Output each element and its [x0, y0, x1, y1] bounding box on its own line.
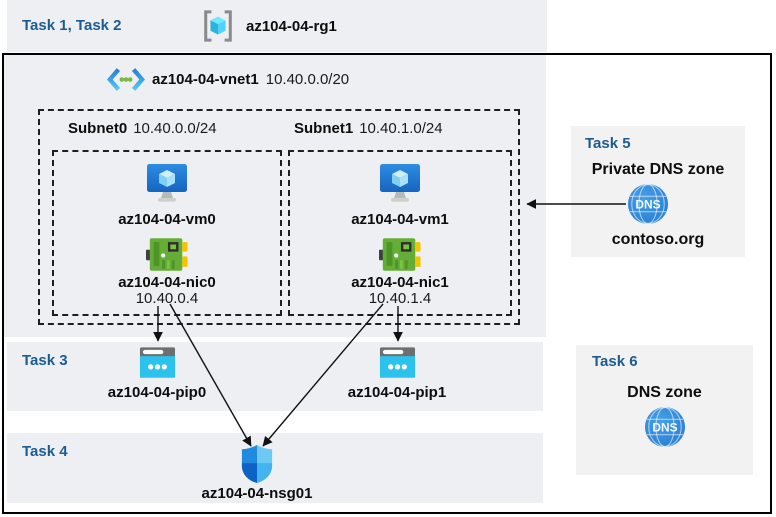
task5-title: Private DNS zone	[591, 161, 725, 178]
nic1-label: az104-04-nic1	[351, 274, 449, 291]
vnet-cidr: 10.40.0.0/20	[265, 71, 350, 88]
pip1-label: az104-04-pip1	[347, 384, 447, 401]
subnet0-name: Subnet0	[68, 120, 128, 137]
task6-label: Task 6	[592, 353, 638, 370]
nic0-label: az104-04-nic0	[118, 274, 216, 291]
vnet-icon	[107, 68, 145, 91]
nic-icon	[146, 238, 188, 271]
resource-group-icon	[204, 10, 232, 42]
vm-icon	[380, 164, 420, 202]
subnet1-name: Subnet1	[294, 120, 354, 137]
dns-icon-text: DNS	[635, 197, 660, 211]
public-ip-icon	[379, 347, 416, 378]
private-dns-zone-name: contoso.org	[611, 231, 705, 248]
pip0-label: az104-04-pip0	[107, 384, 207, 401]
nic0-ip: 10.40.0.4	[135, 290, 199, 307]
nic-icon	[379, 238, 421, 271]
subnet0-cidr: 10.40.0.0/24	[133, 120, 217, 137]
vm-icon	[147, 164, 187, 202]
public-ip-icon	[139, 347, 176, 378]
vm0-label: az104-04-vm0	[118, 211, 216, 228]
subnet1-box	[288, 150, 512, 316]
nsg-shield-icon	[241, 444, 273, 484]
task6-title: DNS zone	[627, 384, 702, 401]
subnet0-box	[52, 150, 282, 316]
vm1-label: az104-04-vm1	[351, 211, 449, 228]
nsg-label: az104-04-nsg01	[201, 485, 313, 502]
vnet-region	[4, 55, 546, 337]
task3-label: Task 3	[22, 352, 68, 369]
dns-globe-icon: DNS	[644, 406, 686, 448]
nic1-ip: 10.40.1.4	[368, 290, 432, 307]
task4-label: Task 4	[22, 443, 68, 460]
subnet1-cidr: 10.40.1.0/24	[359, 120, 443, 137]
dns-globe-icon: DNS	[627, 183, 669, 225]
resource-group-name: az104-04-rg1	[246, 18, 337, 35]
dns-icon-text: DNS	[652, 420, 677, 434]
task5-label: Task 5	[585, 135, 631, 152]
task1-2-band	[7, 0, 547, 52]
vnet-name: az104-04-vnet1	[152, 71, 259, 88]
task1-2-label: Task 1, Task 2	[22, 17, 122, 34]
